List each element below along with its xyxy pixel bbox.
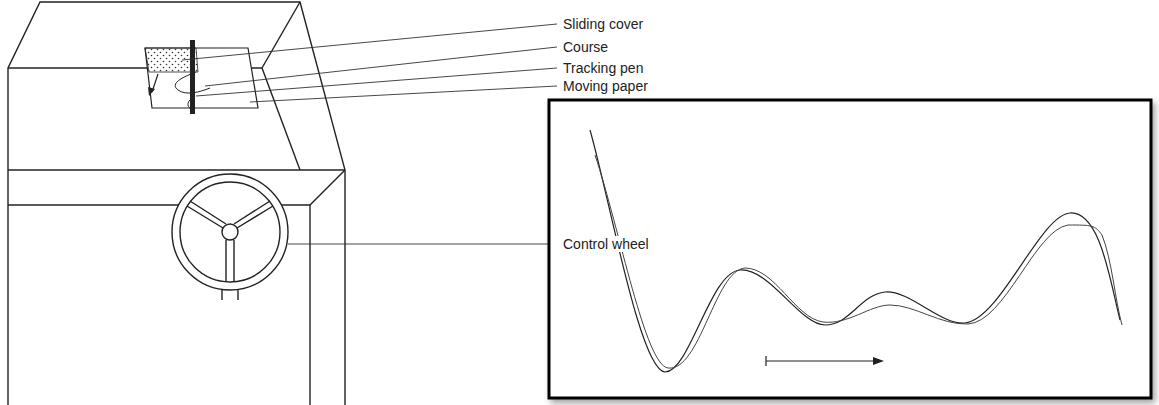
part-label: Moving paper bbox=[561, 78, 650, 94]
pen-trace bbox=[595, 155, 1122, 368]
tracking-pen bbox=[190, 40, 195, 114]
control-wheel bbox=[172, 174, 288, 300]
tracking-record bbox=[549, 100, 1151, 398]
leader-lines bbox=[182, 24, 557, 244]
part-label: Sliding cover bbox=[561, 16, 645, 32]
apparatus-housing bbox=[8, 2, 345, 405]
direction-arrow bbox=[148, 87, 155, 96]
paper-window bbox=[145, 40, 258, 114]
part-label: Tracking pen bbox=[561, 60, 645, 76]
course-trace bbox=[590, 130, 1120, 372]
part-label: Control wheel bbox=[561, 236, 651, 252]
time-arrow bbox=[766, 360, 876, 361]
part-label: Course bbox=[561, 39, 610, 55]
